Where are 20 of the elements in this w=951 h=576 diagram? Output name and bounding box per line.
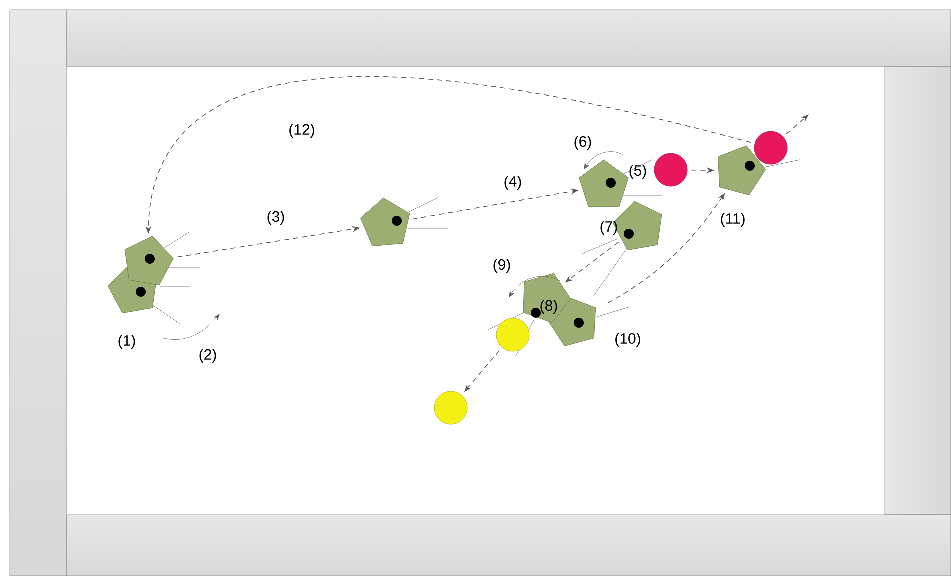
step-number: (10) [616, 333, 640, 347]
step-number: (6) [574, 136, 592, 150]
ball [754, 131, 788, 165]
pentagon [582, 201, 662, 254]
ball [654, 153, 688, 187]
step-number: (2) [200, 349, 216, 363]
pentagon [360, 198, 448, 246]
step-number: (9) [494, 259, 510, 273]
step-number: (7) [600, 221, 618, 235]
step-number: (5) [630, 165, 646, 179]
pentagon [718, 146, 800, 196]
edge-label: (3) [266, 210, 286, 226]
pentagon [124, 232, 200, 286]
pentagon [579, 160, 662, 208]
pentagon [488, 273, 572, 356]
edge-label: (12) [288, 123, 316, 139]
step-number: (8) [540, 300, 558, 314]
edge-label: (11) [719, 212, 747, 228]
ball [434, 391, 468, 425]
edge-label: (4) [502, 175, 524, 191]
